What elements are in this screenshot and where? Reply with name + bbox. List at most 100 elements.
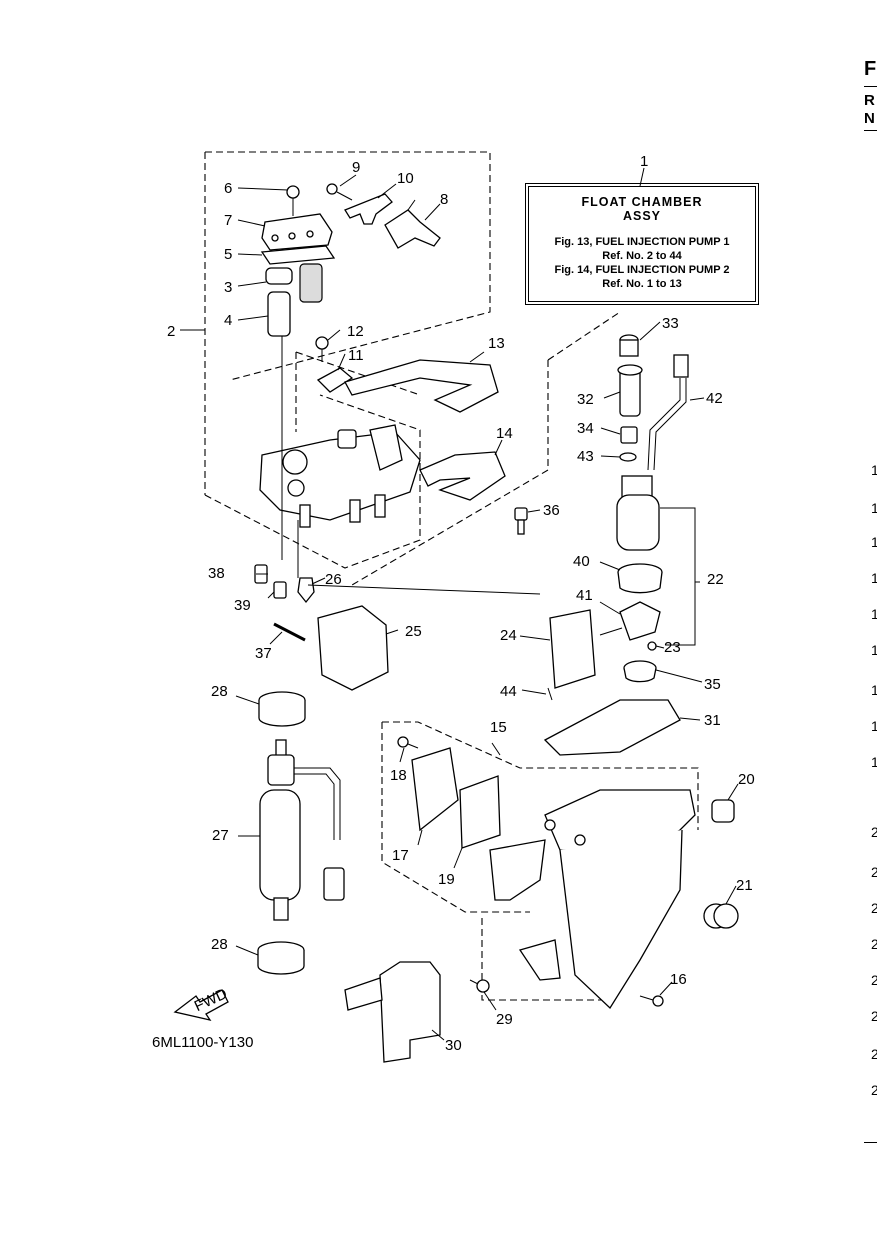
part-3-filter xyxy=(265,263,323,303)
callout-5: 5 xyxy=(224,246,232,263)
leader-lines xyxy=(180,167,739,1041)
part-8-valve xyxy=(384,199,441,249)
callout-3: 3 xyxy=(224,279,232,296)
callout-1: 1 xyxy=(640,153,648,170)
part-5-gasket xyxy=(260,245,336,265)
part-36-bolt xyxy=(514,507,528,535)
callout-8: 8 xyxy=(440,191,448,208)
callout-4: 4 xyxy=(224,312,232,329)
part-28-collar-upper xyxy=(258,691,306,727)
part-21-grommet xyxy=(703,903,739,929)
edge-rule-top xyxy=(864,86,877,87)
part-28-collar-lower xyxy=(257,941,305,975)
callout-22: 22 xyxy=(707,571,724,588)
part-29-bolt xyxy=(469,979,490,993)
part-11-clip xyxy=(316,367,354,393)
edge-num: 2 xyxy=(871,1082,877,1098)
callout-28a: 28 xyxy=(211,683,228,700)
callout-labels: 1 2 3 4 5 6 7 8 9 10 11 12 13 14 15 16 1… xyxy=(167,153,755,1054)
assembly-boundary-22 xyxy=(351,311,621,586)
part-39-bolt xyxy=(273,581,287,599)
callout-40: 40 xyxy=(573,553,590,570)
part-20-grommet xyxy=(711,799,735,823)
callout-33: 33 xyxy=(662,315,679,332)
edge-num: 1 xyxy=(871,682,877,698)
edge-num: 2 xyxy=(871,972,877,988)
callout-38: 38 xyxy=(208,565,225,582)
part-42-harness xyxy=(647,354,689,471)
callout-21: 21 xyxy=(736,877,753,894)
note-title-line2: ASSY xyxy=(622,209,662,223)
edge-num: 2 xyxy=(871,1008,877,1024)
edge-letter-r: R xyxy=(864,92,875,109)
callout-7: 7 xyxy=(224,212,232,229)
edge-num: 2 xyxy=(871,864,877,880)
part-33-cap xyxy=(619,334,639,357)
callout-29: 29 xyxy=(496,1011,513,1028)
part-4-sleeve xyxy=(267,291,291,337)
callout-34: 34 xyxy=(577,420,594,437)
edge-rule-bottom xyxy=(864,1142,877,1143)
callout-41: 41 xyxy=(576,587,593,604)
part-35-ring xyxy=(623,660,657,683)
edge-num: 1 xyxy=(871,462,877,478)
fwd-arrow: FWD xyxy=(173,985,230,1021)
callout-27: 27 xyxy=(212,827,229,844)
callout-18: 18 xyxy=(390,767,407,784)
part-6-bolt xyxy=(286,185,300,216)
edge-num: 1 xyxy=(871,754,877,770)
part-9-screw xyxy=(326,183,353,201)
callout-10: 10 xyxy=(397,170,414,187)
callout-30: 30 xyxy=(445,1037,462,1054)
part-25-cover xyxy=(317,605,389,691)
callout-31: 31 xyxy=(704,712,721,729)
part-15-float-chamber xyxy=(489,789,696,1010)
part-7-cover xyxy=(261,213,333,251)
callout-43: 43 xyxy=(577,448,594,465)
part-16-screw xyxy=(639,995,664,1007)
callout-20: 20 xyxy=(738,771,755,788)
float-chamber-note: FLOAT CHAMBER ASSY Fig. 13, FUEL INJECTI… xyxy=(525,183,759,305)
callout-24: 24 xyxy=(500,627,517,644)
callout-35: 35 xyxy=(704,676,721,693)
callout-13: 13 xyxy=(488,335,505,352)
part-32-sleeve xyxy=(617,364,643,417)
callout-2: 2 xyxy=(167,323,175,340)
part-27-fuel-pump xyxy=(259,739,345,921)
callout-44: 44 xyxy=(500,683,517,700)
callout-25: 25 xyxy=(405,623,422,640)
edge-num: 1 xyxy=(871,718,877,734)
part-43-ring xyxy=(619,452,637,462)
part-44-clip xyxy=(547,687,553,701)
callout-26: 26 xyxy=(325,571,342,588)
callout-14: 14 xyxy=(496,425,513,442)
callout-16: 16 xyxy=(670,971,687,988)
part-31-gasket xyxy=(543,699,681,756)
callout-39: 39 xyxy=(234,597,251,614)
edge-num: 1 xyxy=(871,606,877,622)
part-2-regulator-body xyxy=(259,424,421,528)
callout-12: 12 xyxy=(347,323,364,340)
edge-num: 1 xyxy=(871,570,877,586)
part-34-seal xyxy=(620,426,638,444)
part-17-plate xyxy=(411,747,459,832)
callout-42: 42 xyxy=(706,390,723,407)
callout-6: 6 xyxy=(224,180,232,197)
part-23-clip xyxy=(647,641,657,651)
callout-37: 37 xyxy=(255,645,272,662)
note-title-line1: FLOAT CHAMBER xyxy=(581,195,703,209)
callout-9: 9 xyxy=(352,159,360,176)
callout-32: 32 xyxy=(577,391,594,408)
part-22-pump-unit xyxy=(616,475,660,551)
callout-36: 36 xyxy=(543,502,560,519)
edge-letter-f: F xyxy=(864,58,877,80)
part-24-filter xyxy=(549,609,596,689)
edge-num: 2 xyxy=(871,936,877,952)
callout-11: 11 xyxy=(348,347,364,364)
edge-num: 1 xyxy=(871,534,877,550)
drawing-code: 6ML1100-Y130 xyxy=(152,1034,254,1051)
part-37-pin xyxy=(273,622,306,642)
note-ref1: Fig. 13, FUEL INJECTION PUMP 1 xyxy=(554,236,730,248)
note-ref1-range: Ref. No. 2 to 44 xyxy=(602,250,682,262)
